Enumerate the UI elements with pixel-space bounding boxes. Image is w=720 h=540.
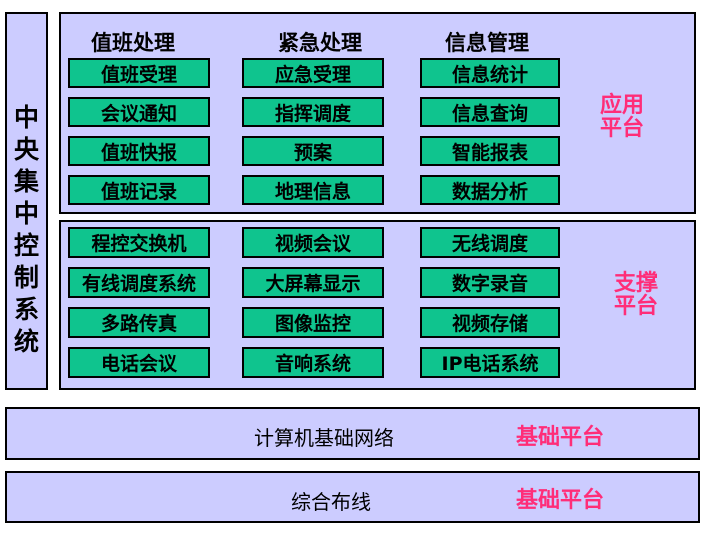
platform-item: 预案	[242, 136, 384, 166]
support-platform-box: 程控交换机 有线调度系统 多路传真 电话会议 视频会议 大屏幕显示 图像监控 音…	[59, 220, 696, 390]
column-header-information: 信息管理	[445, 31, 529, 55]
platform-item: 视频存储	[420, 307, 560, 338]
column-header-emergency: 紧急处理	[278, 31, 362, 55]
platform-item: 图像监控	[242, 307, 384, 338]
platform-item: 指挥调度	[242, 97, 384, 127]
platform-item: 数字录音	[420, 267, 560, 298]
platform-item: 数据分析	[420, 175, 560, 205]
platform-item: 值班受理	[68, 58, 210, 88]
platform-item: 电话会议	[68, 347, 210, 378]
platform-item: 地理信息	[242, 175, 384, 205]
application-platform-label: 应用平台	[599, 93, 644, 141]
platform-item: 信息统计	[420, 58, 560, 88]
application-platform-box: 值班处理 紧急处理 信息管理 值班受理 会议通知 值班快报 值班记录 应急受理 …	[59, 12, 696, 214]
platform-item: 有线调度系统	[68, 267, 210, 298]
support-platform-label: 支撑平台	[613, 271, 658, 319]
platform-item: 会议通知	[68, 97, 210, 127]
base-platform-network-bar: 计算机基础网络 基础平台	[5, 407, 700, 460]
platform-item: 视频会议	[242, 227, 384, 258]
column-header-duty: 值班处理	[91, 31, 175, 55]
platform-item: 大屏幕显示	[242, 267, 384, 298]
cabling-bar-title: 综合布线	[291, 490, 371, 514]
platform-item: 智能报表	[420, 136, 560, 166]
base-platform-label-1: 基础平台	[516, 425, 605, 450]
platform-item: 值班快报	[68, 136, 210, 166]
network-bar-title: 计算机基础网络	[254, 426, 394, 450]
platform-item: 应急受理	[242, 58, 384, 88]
platform-item: 无线调度	[420, 227, 560, 258]
system-title-vertical: 中央集中控制系统	[13, 103, 39, 356]
platform-item: 信息查询	[420, 97, 560, 127]
platform-item: 多路传真	[68, 307, 210, 338]
base-platform-label-2: 基础平台	[516, 488, 605, 513]
platform-item: 程控交换机	[68, 227, 210, 258]
platform-item: IP电话系统	[420, 347, 560, 378]
platform-item: 音响系统	[242, 347, 384, 378]
base-platform-cabling-bar: 综合布线 基础平台	[5, 471, 700, 523]
central-control-system-bar: 中央集中控制系统	[5, 12, 48, 390]
platform-item: 值班记录	[68, 175, 210, 205]
